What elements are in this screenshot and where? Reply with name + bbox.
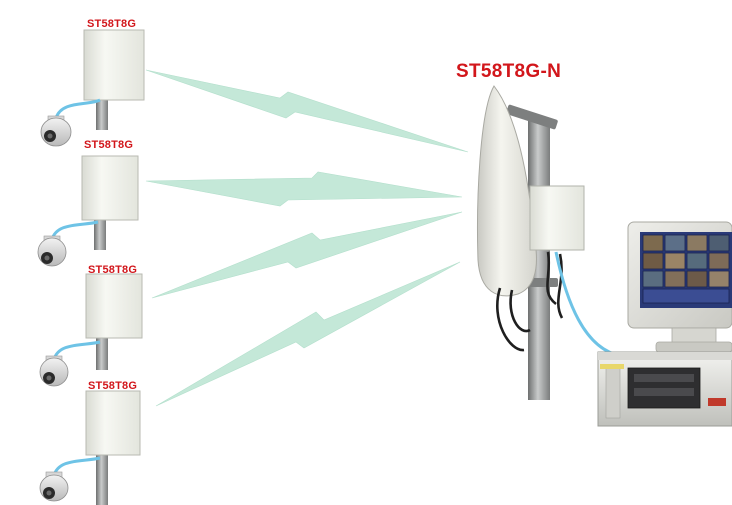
subscriber-station-3 bbox=[39, 273, 143, 387]
subscriber-station-4 bbox=[39, 390, 141, 505]
wireless-links bbox=[145, 69, 469, 407]
subscriber-station-1 bbox=[40, 29, 145, 147]
panel-antenna-icon bbox=[529, 185, 585, 251]
subscriber-station-2 bbox=[37, 155, 139, 267]
mount-bracket bbox=[506, 104, 558, 130]
panel-antenna-icon bbox=[83, 29, 145, 101]
dvr-recorder-icon bbox=[597, 351, 732, 427]
antenna-cable bbox=[557, 253, 564, 319]
monitor-icon bbox=[627, 221, 732, 353]
pole bbox=[96, 100, 108, 130]
dome-camera-icon bbox=[39, 471, 69, 502]
lightning-link-icon bbox=[145, 69, 469, 153]
network-cable bbox=[54, 98, 101, 119]
antenna-cable bbox=[546, 251, 557, 306]
dome-camera-icon bbox=[40, 115, 72, 147]
pole bbox=[94, 218, 106, 250]
panel-antenna-icon bbox=[85, 273, 143, 339]
network-cable bbox=[554, 251, 623, 358]
dome-camera-icon bbox=[39, 355, 69, 387]
pole bbox=[96, 338, 108, 370]
antenna-cable bbox=[496, 287, 525, 352]
subscriber-model-label: ST58T8G bbox=[87, 18, 137, 30]
panel-antenna-icon bbox=[81, 155, 139, 221]
pole bbox=[96, 454, 108, 505]
lightning-link-icon bbox=[145, 171, 463, 207]
dome-camera-icon bbox=[37, 235, 67, 267]
subscriber-model-label: ST58T8G bbox=[88, 264, 138, 276]
panel-antenna-icon bbox=[85, 390, 141, 456]
base-station bbox=[477, 85, 623, 400]
subscriber-model-label: ST58T8G bbox=[88, 380, 138, 392]
lightning-link-icon bbox=[155, 261, 461, 407]
camera-feed-grid bbox=[642, 234, 730, 304]
sector-antenna-icon bbox=[477, 85, 537, 297]
base-model-label: ST58T8G-N bbox=[456, 61, 562, 82]
monitoring-station bbox=[597, 221, 732, 427]
lightning-link-icon bbox=[151, 211, 463, 299]
antenna-cable bbox=[509, 289, 531, 333]
subscriber-model-label: ST58T8G bbox=[84, 139, 134, 151]
